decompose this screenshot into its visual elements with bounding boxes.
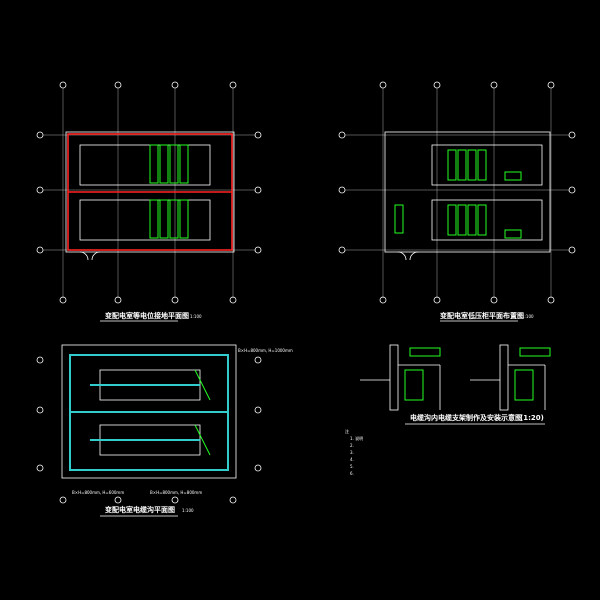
grounding-plan: 变配电室等电位接地平面图 1:100 <box>36 81 262 322</box>
cabinet-layout-plan: 变配电室低压柜平面布置图 1:100 <box>338 81 576 322</box>
note-line: 6. <box>350 471 354 476</box>
title-cabinet-plan: 变配电室低压柜平面布置图 <box>440 311 524 320</box>
title-trench-plan: 变配电室电缆沟平面图 <box>105 505 175 514</box>
title-bracket-detail: 电缆沟内电缆支架制作及安装示意图 <box>410 413 522 422</box>
note-line: 4. <box>350 457 354 462</box>
note-line: 3. <box>350 450 354 455</box>
cable-trench-plan: B×H=800mm, H=1000mm B×H=800mm, H=600mm B… <box>36 344 293 517</box>
scale-trench-plan: 1:100 <box>182 508 194 513</box>
note-line: 5. <box>350 464 354 469</box>
notes-block: 注 1. 说明 2. 3. 4. 5. 6. <box>345 428 363 476</box>
scale-cabinet-plan: 1:100 <box>522 314 534 319</box>
trench-dim-3: B×H=800mm, H=800mm <box>150 490 202 495</box>
trench-dim-1: B×H=800mm, H=1000mm <box>238 348 293 353</box>
note-line: 2. <box>350 443 354 448</box>
title-grounding-plan: 变配电室等电位接地平面图 <box>105 311 189 320</box>
scale-bracket-detail: (1:20) <box>520 414 544 422</box>
notes-heading: 注 <box>345 428 349 434</box>
scale-grounding-plan: 1:100 <box>190 314 202 319</box>
note-line: 1. 说明 <box>350 435 363 441</box>
trench-dim-2: B×H=800mm, H=600mm <box>72 490 124 495</box>
bracket-detail: 电缆沟内电缆支架制作及安装示意图 (1:20) <box>360 344 551 425</box>
